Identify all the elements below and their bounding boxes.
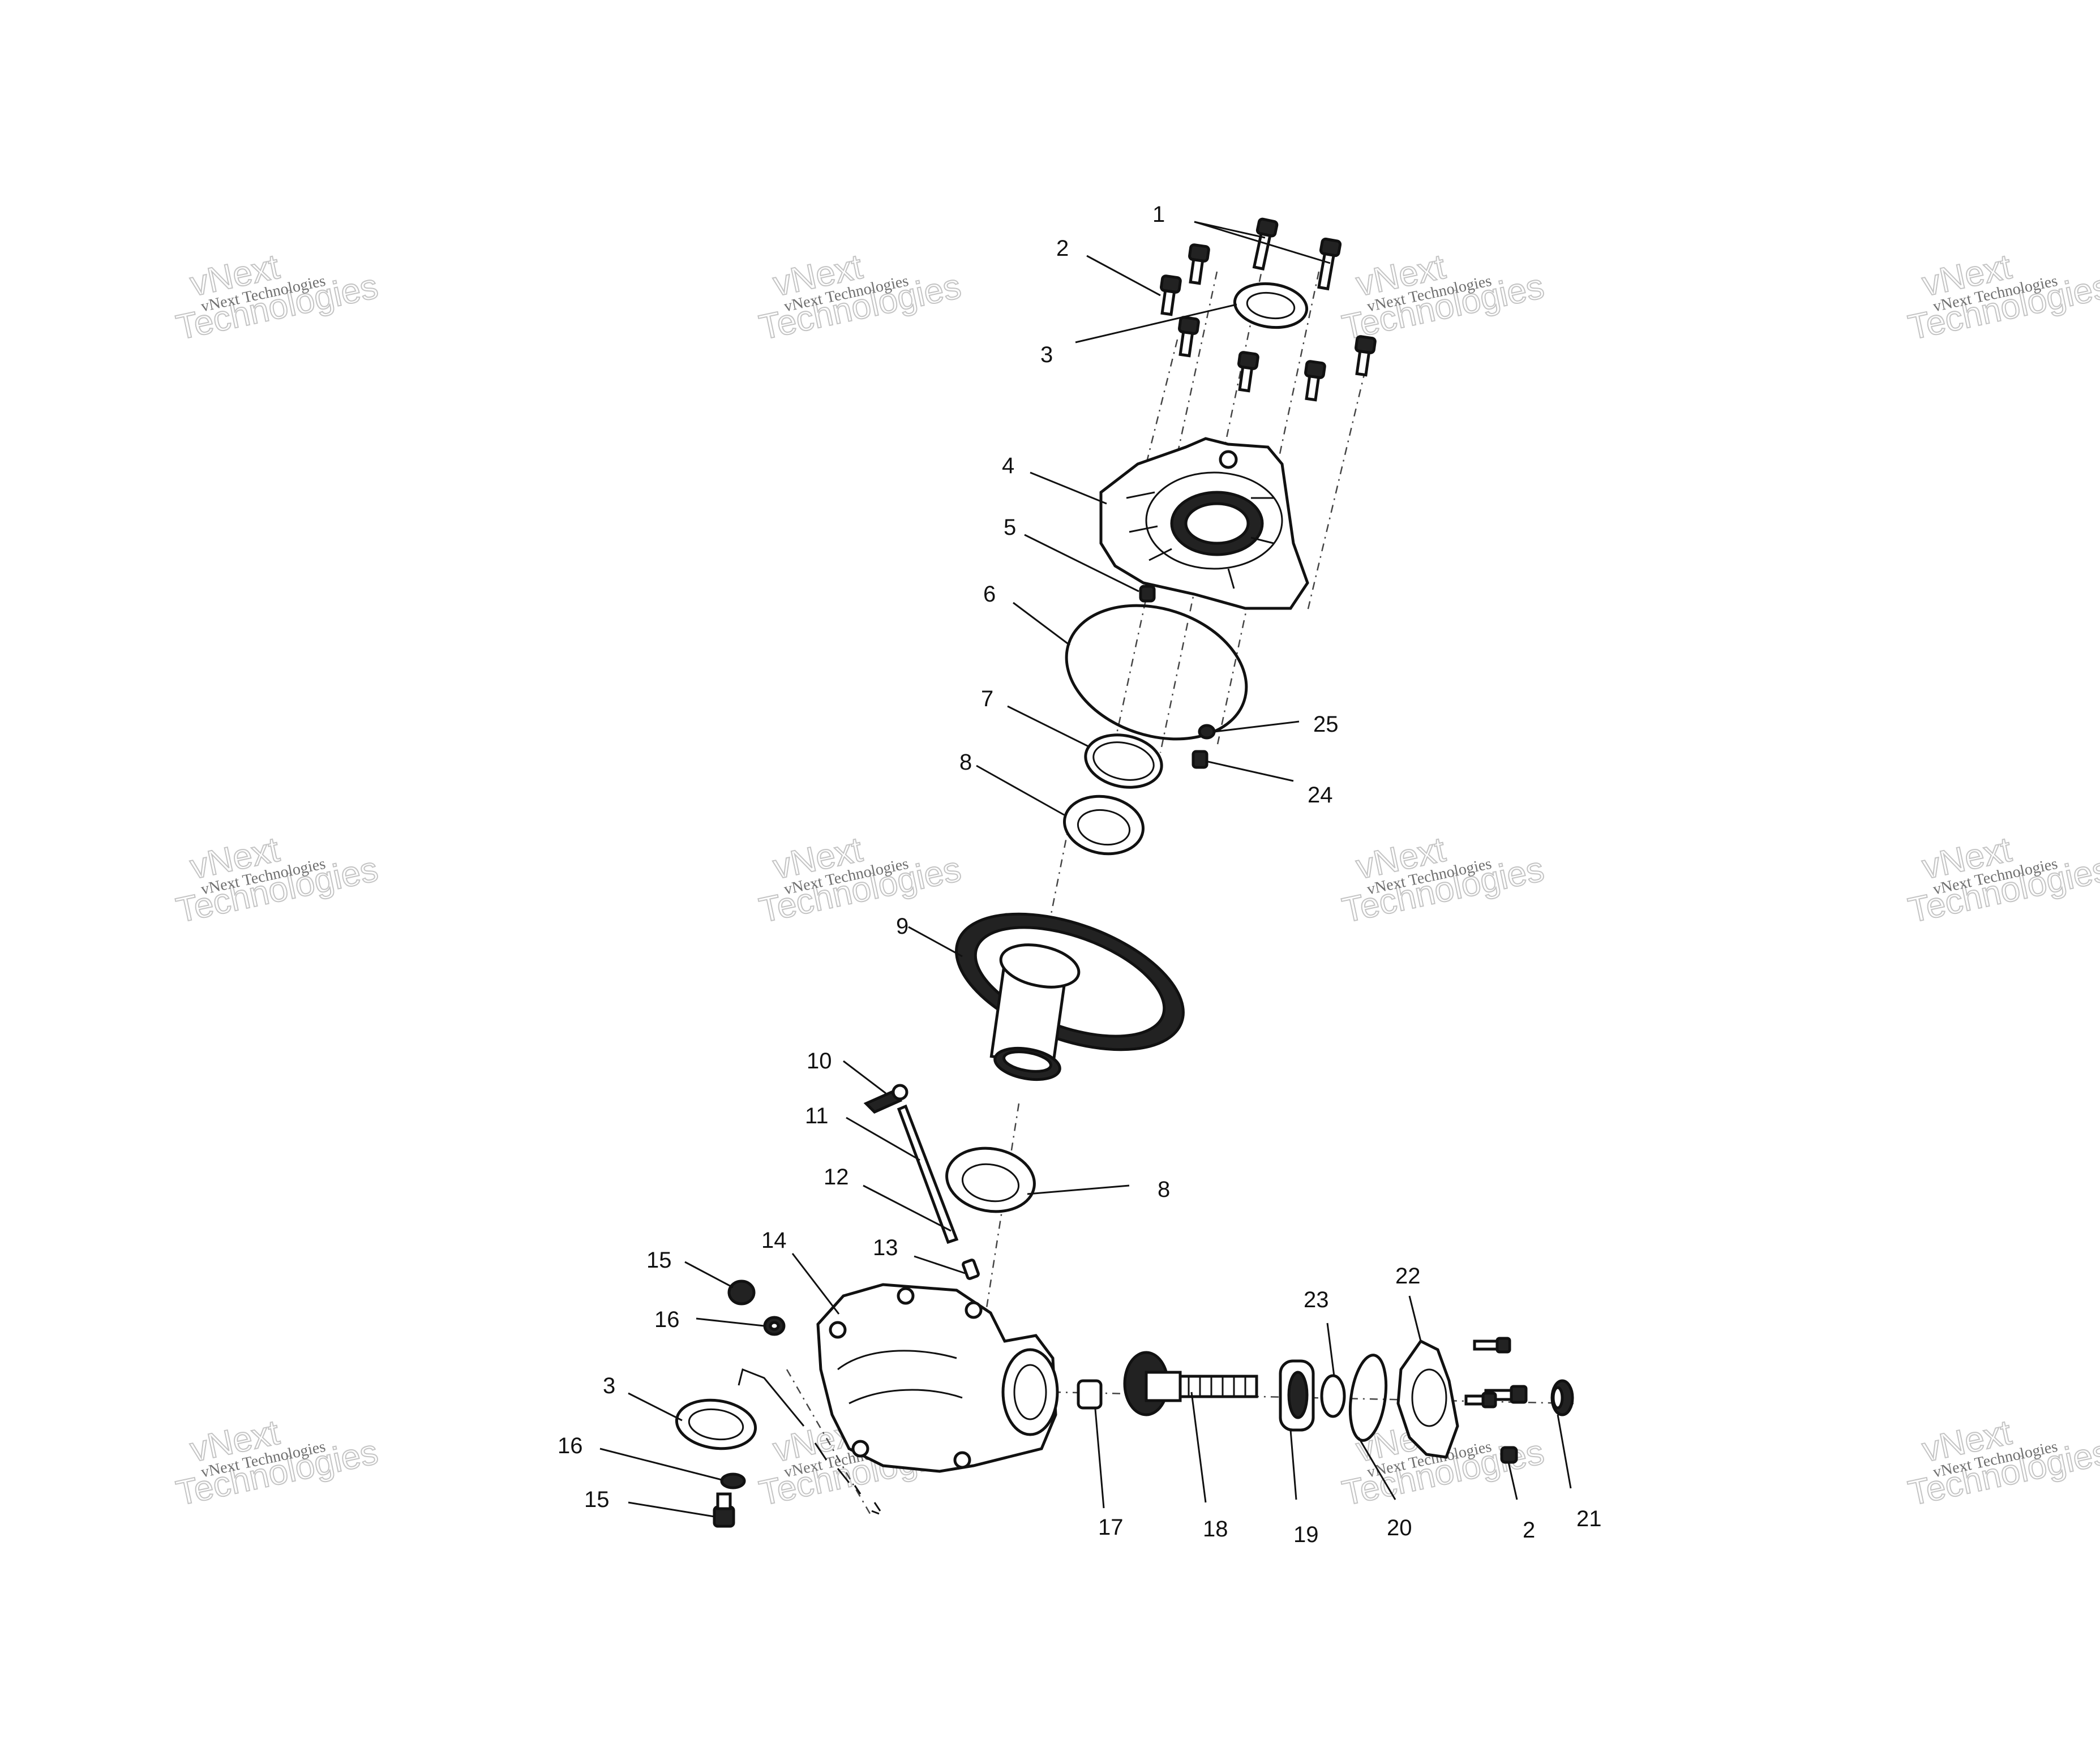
watermark: vNext Technologies vNext Technologies xyxy=(1338,247,1548,348)
callout-25: 25 xyxy=(1313,712,1339,737)
bearing xyxy=(945,1147,1036,1213)
callout-1: 1 xyxy=(1152,202,1165,227)
bolt xyxy=(1317,237,1342,291)
retaining-ring xyxy=(1320,1374,1346,1418)
callout-7: 7 xyxy=(981,686,993,711)
callout-21: 21 xyxy=(1576,1506,1602,1531)
callout-10: 10 xyxy=(807,1049,832,1074)
bolt xyxy=(1304,360,1326,402)
crush-washer xyxy=(763,1316,786,1336)
callout-8-lower: 8 xyxy=(1158,1177,1170,1202)
watermark: vNext Technologies vNext Technologies xyxy=(755,830,965,931)
callout-18: 18 xyxy=(1203,1517,1228,1542)
callout-16: 16 xyxy=(654,1307,680,1332)
callout-15: 15 xyxy=(646,1248,672,1273)
bolt xyxy=(1252,217,1279,271)
watermark: vNext Technologies vNext Technologies xyxy=(1904,247,2100,348)
watermark: vNext Technologies vNext Technologies xyxy=(1338,830,1548,931)
pinion-cover xyxy=(1396,1339,1459,1459)
watermark: vNext Technologies vNext Technologies xyxy=(755,247,965,348)
callout-3-lower: 3 xyxy=(603,1373,615,1398)
shim-ring xyxy=(1084,733,1163,789)
callout-16-lower: 16 xyxy=(558,1433,583,1458)
bearing xyxy=(1279,1359,1315,1432)
bearing xyxy=(1063,795,1145,856)
bolt xyxy=(1237,351,1259,393)
watermark: vNext Technologies vNext Technologies xyxy=(172,830,382,931)
callout-3: 3 xyxy=(1040,342,1053,367)
callout-13: 13 xyxy=(873,1235,898,1260)
callout-14: 14 xyxy=(761,1228,787,1253)
callout-8: 8 xyxy=(959,750,972,775)
breather-fitting xyxy=(863,1084,908,1114)
watermark: vNext Technologies vNext Technologies xyxy=(1904,1412,2100,1514)
bolt xyxy=(1188,243,1210,285)
callout-labels: 1 2 3 4 5 6 7 8 25 24 9 10 11 12 8 13 14… xyxy=(558,202,1602,1547)
pinion-shaft xyxy=(1123,1351,1258,1416)
pilot-bushing xyxy=(1077,1379,1103,1410)
cover-bolt xyxy=(1473,1337,1511,1354)
plug xyxy=(1139,585,1156,603)
ring-gear xyxy=(955,912,1185,1081)
crush-washer xyxy=(720,1472,746,1489)
bolt xyxy=(1500,1446,1518,1464)
leader-lines xyxy=(599,221,1572,1518)
cover-bolt xyxy=(1464,1392,1497,1409)
o-ring xyxy=(1348,1354,1388,1442)
callout-6: 6 xyxy=(983,582,996,607)
breather-hose xyxy=(897,1104,959,1244)
watermark: vNext Technologies vNext Technologies xyxy=(172,1412,382,1514)
small-washer xyxy=(1198,724,1216,740)
callout-19: 19 xyxy=(1293,1522,1319,1547)
callout-12: 12 xyxy=(824,1165,849,1190)
bolt-set xyxy=(1160,217,1377,402)
callout-2: 2 xyxy=(1056,236,1069,261)
callout-17: 17 xyxy=(1098,1515,1124,1540)
callout-5: 5 xyxy=(1004,515,1016,540)
callout-24: 24 xyxy=(1308,783,1333,808)
callout-22: 22 xyxy=(1395,1264,1421,1289)
watermark: vNext Technologies vNext Technologies xyxy=(1904,830,2100,931)
callout-15-lower: 15 xyxy=(584,1487,610,1512)
callout-23: 23 xyxy=(1304,1287,1329,1312)
seal-ring xyxy=(1233,282,1309,329)
differential-cover xyxy=(1099,437,1309,610)
seal-ring xyxy=(675,1398,757,1450)
watermark: vNext Technologies vNext Technologies xyxy=(172,247,382,348)
dowel-pin xyxy=(962,1259,980,1280)
bolt xyxy=(1355,335,1377,377)
o-ring-large xyxy=(1065,604,1248,741)
watermark-grid: vNext Technologies vNext Technologies vN… xyxy=(172,247,2100,1514)
drain-plug xyxy=(727,1279,756,1306)
callout-2-lower: 2 xyxy=(1523,1518,1535,1543)
callout-4: 4 xyxy=(1002,453,1014,478)
pinion-nut xyxy=(1550,1379,1574,1416)
bolt xyxy=(1178,316,1200,358)
callout-9: 9 xyxy=(896,914,908,939)
drain-plug xyxy=(713,1492,735,1528)
differential-housing xyxy=(816,1283,1059,1473)
bolt xyxy=(1160,274,1182,316)
callout-11: 11 xyxy=(805,1103,829,1128)
small-screw xyxy=(1192,750,1208,769)
callout-20: 20 xyxy=(1387,1515,1412,1540)
